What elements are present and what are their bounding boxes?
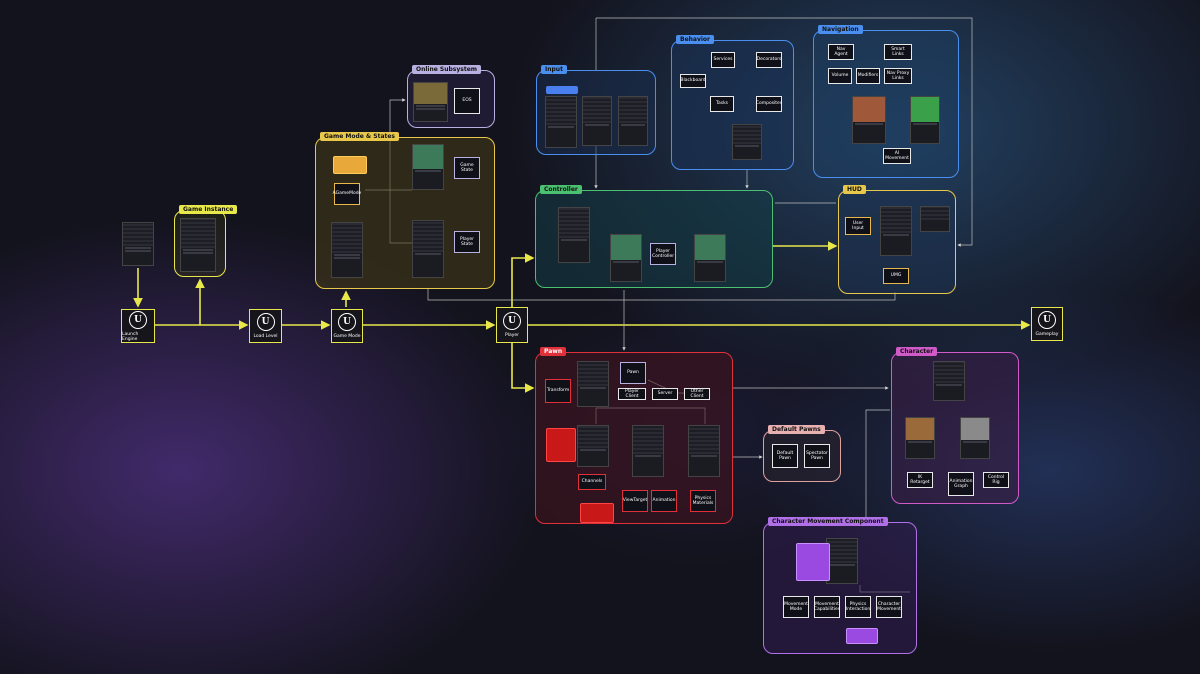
gameplay-node[interactable]: U Gameplay [1031, 307, 1063, 341]
navmesh-screenshot [852, 96, 886, 144]
game-state-screenshot [412, 144, 444, 190]
unreal-logo-icon: U [256, 313, 275, 331]
ai-movement-node[interactable]: AI Movement [883, 148, 911, 164]
player-label: Player [504, 333, 519, 338]
services-node[interactable]: Services [711, 52, 735, 68]
ik-retarget-node[interactable]: IK Retarget [907, 472, 933, 488]
character-movement-node[interactable]: Character Movement [876, 596, 902, 618]
character-screenshot [933, 361, 965, 401]
unreal-logo-icon: U [129, 310, 147, 329]
user-input-node[interactable]: User Input [845, 217, 871, 235]
behavior-tree-screenshot [732, 124, 762, 160]
movement-mode-tags [796, 543, 830, 581]
physics-tags [846, 628, 878, 644]
unreal-logo-icon: U [1038, 311, 1056, 329]
player-state-screenshot [412, 220, 444, 278]
default-pawn-node[interactable]: Default Pawn [772, 444, 798, 468]
pawn-screenshot [577, 361, 609, 407]
collision-screenshot [577, 425, 609, 467]
navmesh-green-screenshot [910, 96, 940, 144]
blackboard-node[interactable]: Blackboard [680, 74, 706, 88]
player-controller-node[interactable]: Player Controller [650, 243, 676, 265]
player-node[interactable]: U Player [496, 307, 528, 343]
channel-tags [580, 503, 614, 523]
tasks-node[interactable]: Tasks [710, 96, 734, 112]
physics-materials-node[interactable]: Physics Materials [690, 490, 716, 512]
pawn-node[interactable]: Pawn [620, 362, 646, 384]
camera-screenshot [632, 425, 664, 477]
hud-title: HUD [843, 185, 866, 194]
decorators-node[interactable]: Decorators [756, 52, 782, 68]
composites-node[interactable]: Composites [756, 96, 782, 112]
animation-node[interactable]: Animation [651, 490, 677, 512]
wire-pawn [511, 341, 535, 393]
movement-capabilities-node[interactable]: Movement Capabilities [814, 596, 840, 618]
input-title: Input [541, 65, 567, 74]
game-mode-node[interactable]: U Game Mode [331, 309, 363, 343]
gameplay-label: Gameplay [1035, 332, 1059, 337]
character-title: Character [896, 347, 938, 356]
online-subsystem-title: Online Subsystem [412, 65, 482, 74]
default-pawns-title: Default Pawns [768, 425, 825, 434]
unreal-logo-icon: U [503, 312, 521, 330]
volume-node[interactable]: Volume [828, 68, 852, 84]
navigation-title: Navigation [818, 25, 863, 34]
cmc-title: Character Movement Component [768, 517, 888, 526]
nav-proxy-links-node[interactable]: Nav Proxy Links [884, 68, 912, 84]
launch-engine-label: Launch Engine [122, 331, 139, 342]
other-client-node[interactable]: Other Client [684, 388, 710, 400]
character-mesh-screenshot [905, 417, 935, 459]
load-level-label: Load Level [253, 334, 278, 339]
load-level-node[interactable]: U Load Level [249, 309, 282, 343]
agamemode-node[interactable]: AGameMode [333, 183, 361, 205]
cmc-screenshot [826, 538, 858, 584]
spectator-pawn-node[interactable]: Spectator Pawn [804, 444, 830, 468]
wire-controller [511, 253, 535, 308]
launch-engine-screenshot [122, 222, 154, 266]
launch-engine-node[interactable]: U Launch Engine [121, 309, 155, 343]
channels-node[interactable]: Channels [578, 474, 606, 490]
input-screenshot-1 [545, 96, 577, 148]
hud-screenshot-2 [920, 206, 950, 232]
controller-screenshot-3 [694, 234, 726, 282]
controller-screenshot-1 [558, 207, 590, 263]
game-mode-tags [333, 156, 367, 174]
physics-interaction-node[interactable]: Physics Interaction [845, 596, 871, 618]
game-mode-states-title: Game Mode & States [320, 132, 399, 141]
input-screenshot-3 [618, 96, 648, 146]
behavior-title: Behavior [676, 35, 715, 44]
input-tag [546, 86, 578, 94]
eos-node[interactable]: EOS [454, 88, 480, 114]
skeleton-screenshot [960, 417, 990, 459]
game-instance-title: Game Instance [179, 205, 238, 214]
umg-screenshot [880, 206, 912, 256]
physics-screenshot [688, 425, 720, 477]
animation-graph-node[interactable]: Animation Graph [948, 472, 974, 496]
umg-node[interactable]: UMG [883, 268, 909, 284]
nav-agent-node[interactable]: Nav Agent [828, 44, 854, 60]
smart-links-node[interactable]: Smart Links [884, 44, 912, 60]
movement-mode-node[interactable]: Movement Mode [783, 596, 809, 618]
pawn-title: Pawn [540, 347, 567, 356]
unreal-logo-icon: U [338, 313, 356, 331]
controller-title: Controller [540, 185, 582, 194]
control-rig-node[interactable]: Control Rig [983, 472, 1009, 488]
game-mode-label: Game Mode [333, 334, 361, 339]
input-screenshot-2 [582, 96, 612, 146]
server-node[interactable]: Server [652, 388, 678, 400]
game-instance-screenshot [180, 218, 216, 272]
player-state-node[interactable]: Player State [454, 231, 480, 253]
controller-screenshot-2 [610, 234, 642, 282]
online-subsystem-screenshot [413, 82, 448, 122]
collision-tags [546, 428, 576, 462]
viewtarget-node[interactable]: ViewTarget [622, 490, 648, 512]
modifiers-node[interactable]: Modifiers [856, 68, 880, 84]
agamemode-screenshot [331, 222, 363, 278]
player-client-node[interactable]: Player Client [618, 388, 646, 400]
transform-node[interactable]: Transform [545, 379, 571, 403]
game-state-node[interactable]: Game State [454, 157, 480, 179]
